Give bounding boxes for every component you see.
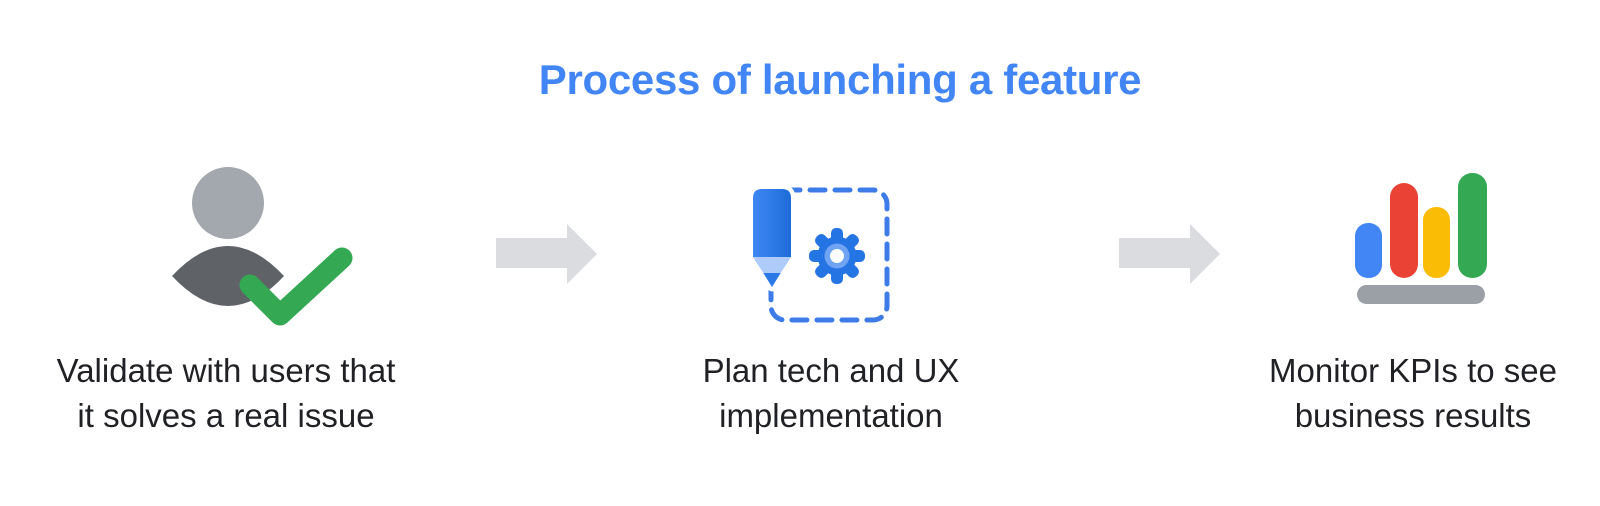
arrow-right-icon [496, 224, 597, 284]
step-label-line: Validate with users that [56, 352, 396, 389]
step-label-validate: Validate with users that it solves a rea… [57, 348, 396, 438]
step-label-line: business results [1294, 397, 1532, 434]
gear-icon [809, 228, 865, 284]
step-label-line: Monitor KPIs to see [1269, 352, 1557, 389]
arrow-right-icon [1119, 224, 1220, 284]
step-label-monitor: Monitor KPIs to see business results [1269, 348, 1557, 438]
user-check-icon [172, 167, 353, 326]
step-label-line: it solves a real issue [77, 397, 375, 434]
step-label-line: Plan tech and UX [702, 352, 960, 389]
step-label-plan: Plan tech and UX implementation [703, 348, 960, 438]
step-label-line: implementation [719, 397, 943, 434]
page-title: Process of launching a feature [538, 56, 1142, 103]
bar-chart-icon [1355, 173, 1487, 304]
pencil-gear-icon [748, 184, 890, 323]
